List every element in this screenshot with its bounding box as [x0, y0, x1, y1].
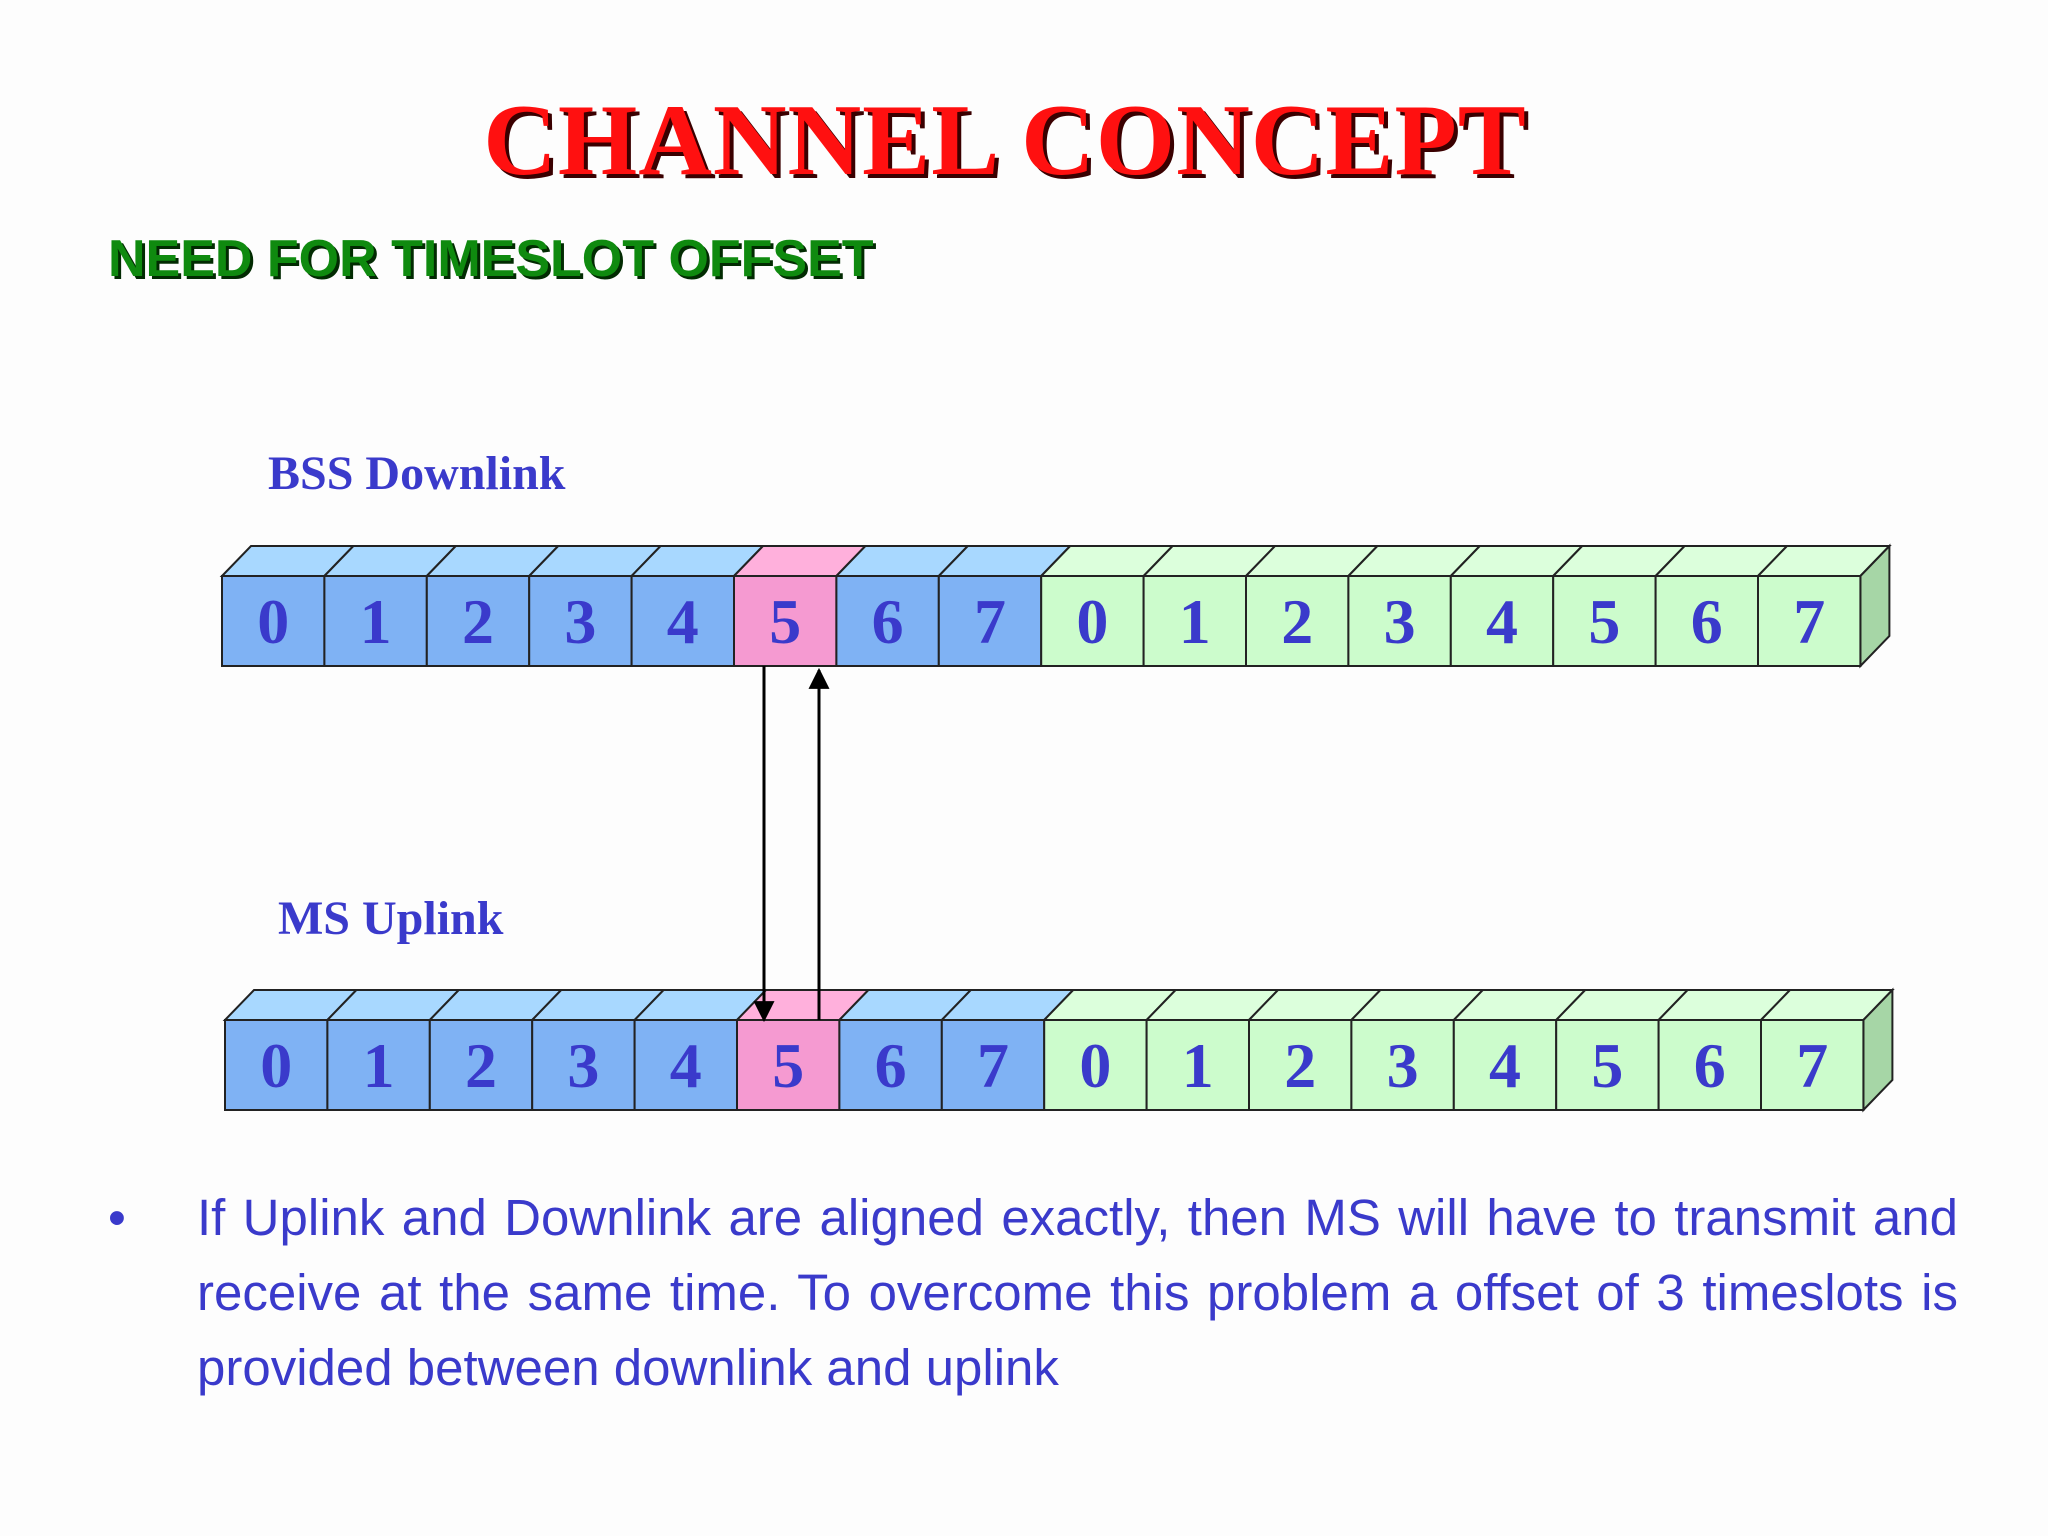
- downlink-slot-number: 5: [769, 586, 801, 657]
- uplink-slot-number: 5: [1591, 1030, 1623, 1101]
- downlink-slot-number: 4: [667, 586, 699, 657]
- uplink-slot-10: [1248, 1019, 1353, 1111]
- downlink-slot-number: 0: [1076, 586, 1108, 657]
- uplink-slot-number: 3: [1387, 1030, 1419, 1101]
- uplink-slot-7: [940, 1019, 1046, 1111]
- uplink-slot-number: 6: [1694, 1030, 1726, 1101]
- downlink-slot-14: [1654, 575, 1759, 667]
- uplink-slot-number: 0: [260, 1030, 292, 1101]
- downlink-slot-6: [835, 575, 940, 667]
- uplink-slot-3: [531, 1019, 636, 1111]
- downlink-slot-number: 7: [1793, 586, 1825, 657]
- downlink-slot-7: [937, 575, 1043, 667]
- downlink-slot-3: [528, 575, 633, 667]
- downlink-slot-4: [630, 575, 735, 667]
- uplink-slot-number: 5: [772, 1030, 804, 1101]
- uplink-slot-number: 6: [875, 1030, 907, 1101]
- downlink-slot-number: 6: [1691, 586, 1723, 657]
- downlink-slot-5: [733, 575, 838, 667]
- downlink-slot-number: 5: [1588, 586, 1620, 657]
- uplink-slot-number: 7: [1796, 1030, 1828, 1101]
- downlink-slot-number: 1: [1179, 586, 1211, 657]
- downlink-slot-number: 6: [872, 586, 904, 657]
- uplink-slot-2: [428, 1019, 534, 1111]
- downlink-slot-12: [1449, 575, 1555, 667]
- uplink-slot-5: [736, 1019, 841, 1111]
- uplink-slot-14: [1657, 1019, 1762, 1111]
- uplink-slot-number: 3: [567, 1030, 599, 1101]
- uplink-slot-number: 1: [1182, 1030, 1214, 1101]
- bullet-symbol: •: [108, 1189, 126, 1246]
- uplink-slot-15: [1760, 1019, 1865, 1111]
- downlink-slot-number: 7: [974, 586, 1006, 657]
- downlink-slot-15: [1757, 575, 1862, 667]
- downlink-slot-11: [1347, 575, 1452, 667]
- downlink-slot-number: 3: [564, 586, 596, 657]
- uplink-slot-9: [1145, 1019, 1250, 1111]
- downlink-slot-number: 0: [257, 586, 289, 657]
- downlink-slot-10: [1245, 575, 1350, 667]
- downlink-slot-number: 4: [1486, 586, 1518, 657]
- bullet-text: If Uplink and Downlink are aligned exact…: [197, 1189, 1958, 1396]
- uplink-slot-6: [838, 1019, 943, 1111]
- downlink-slot-13: [1552, 575, 1657, 667]
- uplink-slot-1: [326, 1019, 431, 1111]
- uplink-slot-number: 4: [1489, 1030, 1521, 1101]
- uplink-slot-11: [1350, 1019, 1455, 1111]
- uplink-slot-number: 2: [465, 1030, 497, 1101]
- downlink-slot-0: [221, 575, 326, 667]
- downlink-label: BSS Downlink: [268, 447, 566, 500]
- uplink-slot-number: 4: [670, 1030, 702, 1101]
- uplink-slot-number: 7: [977, 1030, 1009, 1101]
- downlink-slot-number: 3: [1384, 586, 1416, 657]
- downlink-slot-number: 1: [360, 586, 392, 657]
- uplink-slot-number: 0: [1079, 1030, 1111, 1101]
- downlink-slot-number: 2: [462, 586, 494, 657]
- slide-title: CHANNEL CONCEPT: [483, 84, 1527, 197]
- uplink-slot-number: 2: [1284, 1030, 1316, 1101]
- slide-subtitle: NEED FOR TIMESLOT OFFSET: [108, 230, 874, 288]
- downlink-slot-2: [425, 575, 531, 667]
- uplink-slot-number: 1: [363, 1030, 395, 1101]
- uplink-slot-8: [1043, 1019, 1148, 1111]
- uplink-label: MS Uplink: [278, 892, 504, 945]
- uplink-slot-4: [633, 1019, 738, 1111]
- downlink-slot-number: 2: [1281, 586, 1313, 657]
- bullet-point: • If Uplink and Downlink are aligned exa…: [108, 1180, 1958, 1405]
